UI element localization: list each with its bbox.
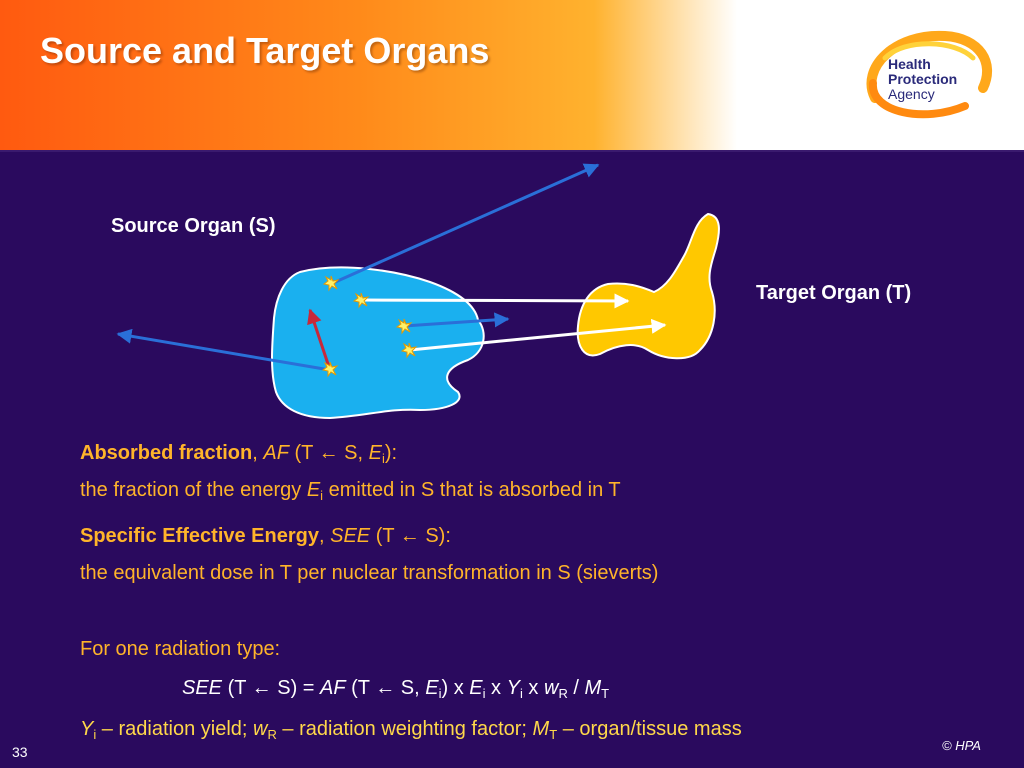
arrow-to-target-1 [361, 293, 630, 309]
arrow-within-source [403, 312, 510, 328]
formula-times: ) x [441, 677, 470, 699]
emission-point-icon [352, 292, 370, 309]
e-symbol: E [425, 677, 439, 699]
target-organ-shape [576, 212, 720, 360]
one-radiation-type-label: For one radiation type: [80, 638, 281, 660]
sub-i: i [519, 686, 523, 701]
arrow-escape-left [116, 328, 331, 372]
sub-i: i [438, 686, 442, 701]
hpa-logo-icon [866, 30, 993, 119]
slide-title: Source and Target Organs [40, 30, 490, 71]
formula-open: (T [222, 677, 252, 699]
absorbed-fraction-heading: Absorbed fraction, AF (T ← S, Ei): [80, 442, 398, 466]
arrow-escape-up [332, 163, 600, 285]
m-symbol: M [584, 677, 602, 699]
legend-yield: – radiation yield; [96, 718, 253, 740]
e-symbol: E [368, 442, 382, 464]
formula-divide: / [567, 677, 585, 699]
sub-i: i [381, 451, 385, 466]
legend-mass: – organ/tissue mass [557, 718, 742, 740]
w-symbol: w [253, 718, 268, 740]
target-organ-label: Target Organ (T) [756, 282, 912, 304]
copyright-notice: © HPA [942, 738, 981, 753]
formula-eq: S) = [271, 677, 321, 699]
m-symbol: M [532, 718, 550, 740]
e-symbol: E [469, 677, 483, 699]
sub-i: i [482, 686, 486, 701]
sub-t: T [549, 727, 558, 742]
emission-point-icon [400, 342, 418, 359]
af-args-close: ): [384, 442, 398, 464]
e-symbol: E [306, 479, 321, 501]
source-organ-label: Source Organ (S) [111, 215, 276, 237]
hpa-logo-text: Health Protection Agency [888, 57, 957, 102]
see-symbol: SEE [182, 677, 223, 699]
af-term: Absorbed fraction [80, 442, 253, 464]
sub-r: R [558, 686, 568, 701]
emission-point-icon [395, 318, 413, 335]
legend-weight: – radiation weighting factor; [276, 718, 533, 740]
af-symbol: AF [263, 442, 289, 464]
formula-af-open: (T [345, 677, 376, 699]
sub-i: i [93, 727, 97, 742]
sub-i: i [320, 488, 324, 503]
af-def-post: emitted in S that is absorbed in T [323, 479, 621, 501]
y-symbol: Y [80, 718, 94, 740]
left-arrow-icon: ← [375, 677, 396, 699]
title-banner [0, 0, 1024, 152]
left-arrow-icon: ← [251, 677, 272, 699]
af-args-open: (T [288, 442, 319, 464]
see-symbol: SEE [330, 525, 371, 547]
absorbed-fraction-definition: the fraction of the energy Ei emitted in… [80, 479, 621, 502]
af-symbol: AF [320, 677, 346, 699]
left-arrow-icon: ← [399, 525, 420, 547]
symbol-legend: Yi – radiation yield; wR – radiation wei… [80, 718, 742, 741]
page-number: 33 [12, 744, 28, 760]
arrow-self-absorbed [307, 308, 331, 368]
organ-diagram [116, 163, 720, 420]
w-symbol: w [543, 677, 559, 699]
source-organ-shape [271, 266, 485, 420]
sub-t: T [601, 686, 610, 701]
af-def-pre: the fraction of the energy [80, 479, 307, 501]
left-arrow-icon: ← [318, 442, 339, 464]
logo-line-protection: Protection [888, 71, 958, 87]
arrow-to-target-2 [409, 318, 667, 352]
af-args-mid: S, [338, 442, 369, 464]
emission-point-icon [321, 361, 339, 378]
y-symbol: Y [506, 677, 520, 699]
see-args-open: (T [370, 525, 400, 547]
see-args-close: S): [419, 525, 451, 547]
formula-times: x [485, 677, 507, 699]
emission-point-icon [322, 275, 340, 292]
see-heading: Specific Effective Energy, SEE (T ← S): [80, 525, 451, 547]
see-term: Specific Effective Energy [80, 525, 319, 547]
formula-times: x [522, 677, 544, 699]
sub-r: R [267, 727, 277, 742]
formula-af-mid: S, [395, 677, 426, 699]
see-definition: the equivalent dose in T per nuclear tra… [80, 562, 659, 584]
logo-line-health: Health [888, 56, 931, 72]
see-formula: SEE (T ← S) = AF (T ← S, Ei) x Ei x Yi x… [182, 677, 609, 700]
logo-line-agency: Agency [888, 86, 935, 102]
